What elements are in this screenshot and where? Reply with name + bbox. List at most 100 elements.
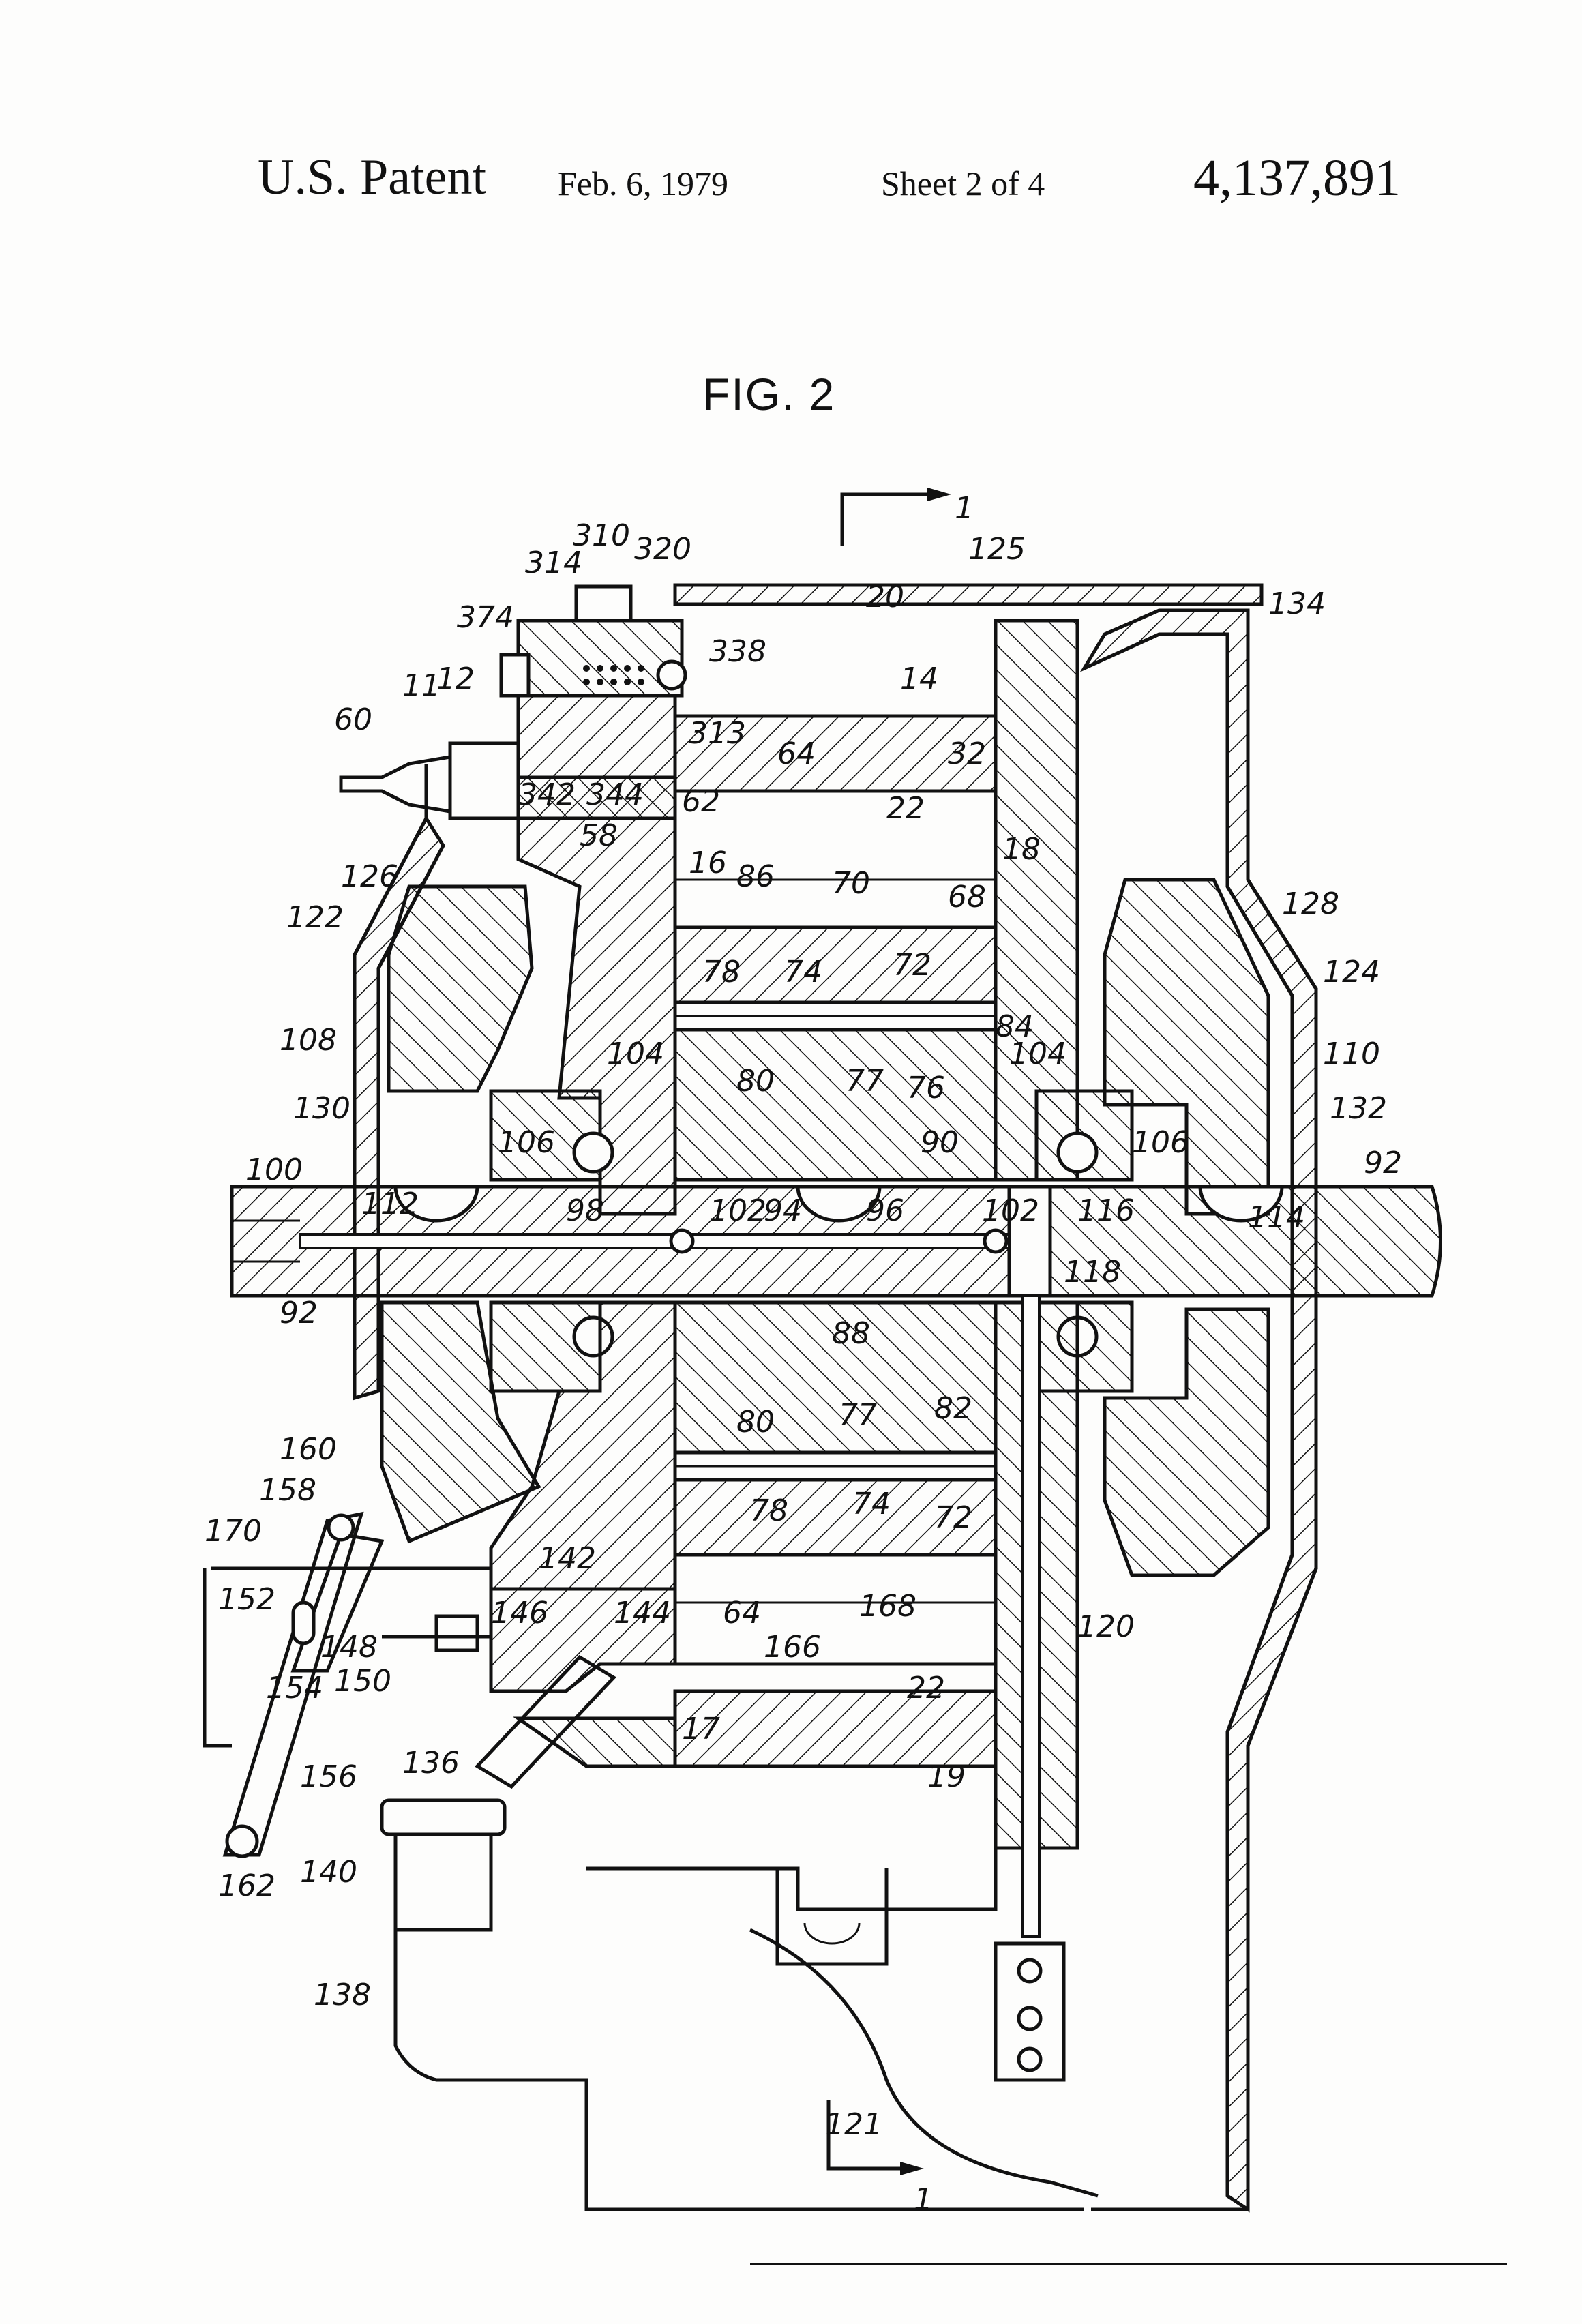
- ref-96: 96: [866, 1193, 904, 1228]
- ref-16: 16: [689, 846, 727, 880]
- pivot-162: [227, 1826, 257, 1856]
- ref-64: 64: [777, 736, 816, 771]
- ref-342: 342: [518, 777, 576, 812]
- fitting-374: [501, 655, 528, 696]
- fitting-146: [436, 1616, 477, 1650]
- shaft-bore-98: [300, 1234, 1009, 1248]
- ref-170: 170: [205, 1514, 262, 1549]
- ref-130: 130: [293, 1091, 350, 1126]
- ref-152: 152: [218, 1582, 275, 1617]
- ref-116: 116: [1077, 1193, 1135, 1228]
- ref-77-lower: 77: [839, 1398, 877, 1433]
- ref-90: 90: [921, 1125, 959, 1160]
- ref-166: 166: [764, 1630, 821, 1665]
- ref-17: 17: [682, 1712, 720, 1746]
- bearing-ball-left-upper: [574, 1133, 612, 1172]
- ref-126: 126: [341, 859, 398, 894]
- ref-77: 77: [846, 1064, 884, 1099]
- ref-80: 80: [736, 1064, 775, 1099]
- ref-78: 78: [702, 955, 741, 989]
- ref-320: 320: [634, 532, 691, 567]
- ref-76: 76: [907, 1071, 945, 1105]
- ref-82: 82: [934, 1391, 972, 1426]
- ref-168: 168: [859, 1589, 916, 1624]
- ref-118: 118: [1064, 1255, 1121, 1290]
- ref-92-left: 92: [280, 1296, 318, 1330]
- ref-125: 125: [968, 532, 1026, 567]
- valve-seat-17: [518, 1718, 675, 1766]
- ref-58: 58: [580, 818, 618, 853]
- ref-74-lower: 74: [852, 1487, 891, 1521]
- ref-80-lower: 80: [736, 1405, 775, 1440]
- ref-120: 120: [1077, 1609, 1135, 1644]
- ref-102-right: 102: [982, 1193, 1039, 1228]
- ref-338: 338: [709, 634, 766, 669]
- ref-72-lower: 72: [934, 1500, 972, 1535]
- section-label-top: 1: [955, 491, 974, 526]
- ref-22-lower: 22: [907, 1671, 945, 1705]
- ref-88: 88: [832, 1316, 870, 1351]
- ref-72: 72: [893, 948, 931, 983]
- ref-138: 138: [314, 1978, 371, 2012]
- ref-100: 100: [245, 1152, 303, 1187]
- filler-neck: [395, 1834, 491, 1930]
- ref-19: 19: [927, 1759, 966, 1794]
- ref-134: 134: [1268, 586, 1326, 621]
- ref-11: 11: [402, 668, 441, 703]
- ref-114: 114: [1248, 1200, 1305, 1235]
- sump-base-138: [395, 1930, 1084, 2209]
- ref-162: 162: [218, 1868, 275, 1903]
- ref-60: 60: [334, 702, 372, 737]
- pivot-158: [329, 1515, 353, 1540]
- ref-150: 150: [334, 1664, 391, 1699]
- ref-68: 68: [948, 880, 986, 914]
- ref-158: 158: [259, 1473, 316, 1508]
- ref-18: 18: [1002, 832, 1041, 867]
- left-rotor-upper: [389, 887, 532, 1091]
- ref-136: 136: [402, 1746, 460, 1781]
- ref-12: 12: [436, 661, 475, 696]
- ref-142: 142: [539, 1541, 596, 1576]
- ref-32: 32: [948, 736, 986, 771]
- ref-124: 124: [1323, 955, 1380, 989]
- ref-106-right: 106: [1132, 1125, 1189, 1160]
- passage-120: [1023, 1296, 1039, 1937]
- section-marker-top: [842, 488, 951, 546]
- ref-70: 70: [832, 866, 870, 901]
- ref-110: 110: [1323, 1037, 1380, 1071]
- ref-344: 344: [586, 777, 644, 812]
- ref-140: 140: [300, 1855, 357, 1890]
- ref-148: 148: [320, 1630, 378, 1665]
- bolt-head-320: [576, 586, 631, 621]
- ref-106-left: 106: [498, 1125, 555, 1160]
- ref-160: 160: [280, 1432, 337, 1467]
- ref-374: 374: [457, 600, 514, 635]
- ref-98: 98: [566, 1193, 604, 1228]
- ref-112: 112: [361, 1187, 419, 1221]
- ref-64-lower: 64: [723, 1596, 761, 1630]
- port-102-right: [985, 1230, 1006, 1252]
- drain-plug-housing: [777, 1868, 886, 1964]
- ref-108: 108: [280, 1023, 337, 1058]
- ref-128: 128: [1282, 887, 1339, 921]
- ref-121: 121: [825, 2107, 882, 2142]
- ref-86: 86: [736, 859, 775, 894]
- top-cover-plate: [675, 585, 1262, 604]
- ref-62: 62: [682, 784, 720, 819]
- ref-104-left: 104: [607, 1037, 664, 1071]
- ball-338: [658, 661, 685, 689]
- port-102-left: [671, 1230, 693, 1252]
- ref-20: 20: [866, 580, 904, 614]
- ref-132: 132: [1330, 1091, 1387, 1126]
- ref-122: 122: [286, 900, 344, 935]
- ref-146: 146: [491, 1596, 548, 1630]
- ref-144: 144: [614, 1596, 671, 1630]
- ref-104-right: 104: [1009, 1037, 1066, 1071]
- ref-154: 154: [266, 1671, 323, 1705]
- ref-313: 313: [689, 716, 746, 751]
- ref-102-left: 102: [709, 1193, 766, 1228]
- piston-block-19: [675, 1691, 996, 1766]
- ref-156: 156: [300, 1759, 357, 1794]
